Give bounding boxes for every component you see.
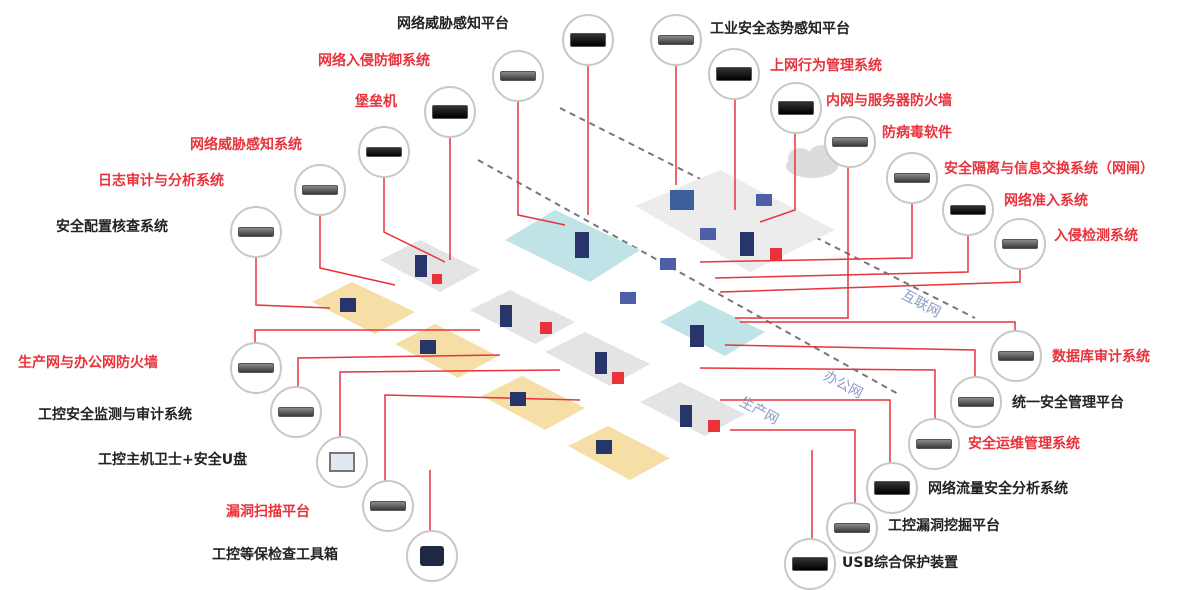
label-ics-monitor: 工控安全监测与审计系统: [38, 407, 192, 423]
label-config-check: 安全配置核查系统: [56, 219, 168, 235]
network-appliance-icon: [950, 205, 986, 215]
network-appliance-icon: [366, 147, 402, 157]
network-appliance-icon: [958, 397, 994, 407]
label-threat-system: 网络威胁感知系统: [190, 137, 302, 153]
label-ids: 入侵检测系统: [1054, 228, 1138, 244]
network-appliance-icon: [238, 363, 274, 373]
device-circle-vuln-mining: [826, 502, 878, 554]
device-circle-unified-mgmt: [950, 376, 1002, 428]
label-network-access: 网络准入系统: [1004, 193, 1088, 209]
label-antivirus: 防病毒软件: [882, 125, 952, 141]
label-vuln-mining: 工控漏洞挖掘平台: [888, 518, 1000, 534]
label-intrusion-prevention: 网络入侵防御系统: [318, 53, 430, 69]
network-appliance-icon: [834, 523, 870, 533]
network-appliance-icon: [832, 137, 868, 147]
label-usb-protect: USB综合保护装置: [842, 555, 959, 571]
label-flow-analysis: 网络流量安全分析系统: [928, 481, 1068, 497]
network-appliance-icon: [778, 101, 814, 115]
device-circle-prod-office-firewall: [230, 342, 282, 394]
network-appliance-icon: [874, 481, 910, 495]
device-circle-bastion: [424, 86, 476, 138]
label-log-audit: 日志审计与分析系统: [98, 173, 224, 189]
network-appliance-icon: [302, 185, 338, 195]
device-circle-intrusion-prevention: [492, 50, 544, 102]
network-appliance-icon: [570, 33, 606, 47]
label-isolation-exchange: 安全隔离与信息交换系统（网闸）: [944, 161, 1154, 177]
production-grey-zone-2: [640, 382, 745, 436]
label-bastion: 堡垒机: [355, 94, 397, 110]
label-unified-mgmt: 统一安全管理平台: [1012, 395, 1124, 411]
device-circle-antivirus: [824, 116, 876, 168]
network-appliance-icon: [916, 439, 952, 449]
office-grey-zone-2: [470, 290, 575, 344]
office-boundary-line: [477, 159, 901, 396]
device-circle-server-firewall: [770, 82, 822, 134]
zone-devices: [340, 190, 782, 454]
network-appliance-icon: [792, 557, 828, 571]
office-teal-zone-2: [660, 300, 765, 356]
device-circle-threat-system: [358, 126, 410, 178]
device-circle-usb: [784, 538, 836, 590]
production-yellow-zone-1: [312, 282, 415, 334]
production-yellow-zone-3: [482, 376, 585, 430]
label-host-guard: 工控主机卫士+安全U盘: [98, 452, 248, 468]
production-yellow-zone-2: [395, 324, 498, 378]
device-circle-config-check: [230, 206, 282, 258]
label-industrial-situation: 工业安全态势感知平台: [710, 21, 850, 37]
network-appliance-icon: [238, 227, 274, 237]
device-circle-ids: [994, 218, 1046, 270]
production-yellow-zone-4: [568, 426, 670, 480]
network-appliance-icon: [716, 67, 752, 81]
device-circle-top-threat: [562, 14, 614, 66]
label-behavior-mgmt: 上网行为管理系统: [770, 58, 882, 74]
device-circle-ops-mgmt: [908, 418, 960, 470]
device-circle-behavior: [708, 48, 760, 100]
device-circle-isolation: [886, 152, 938, 204]
network-appliance-icon: [998, 351, 1034, 361]
laptop-icon: [420, 546, 444, 566]
network-appliance-icon: [500, 71, 536, 81]
network-appliance-icon: [432, 105, 468, 119]
office-teal-zone-1: [505, 210, 640, 282]
network-appliance-icon: [658, 35, 694, 45]
network-appliance-icon: [278, 407, 314, 417]
device-circle-host-guard: [316, 436, 368, 488]
device-circle-network-access: [942, 184, 994, 236]
network-appliance-icon: [370, 501, 406, 511]
network-appliance-icon: [1002, 239, 1038, 249]
device-circle-vuln-scan: [362, 480, 414, 532]
device-circle-log-audit: [294, 164, 346, 216]
label-top-threat-platform: 网络威胁感知平台: [397, 16, 509, 32]
router-icon: [620, 194, 772, 304]
office-grey-zone-1: [380, 240, 480, 292]
label-ops-mgmt: 安全运维管理系统: [968, 436, 1080, 452]
label-server-firewall: 内网与服务器防火墙: [826, 93, 952, 109]
device-circle-compliance: [406, 530, 458, 582]
device-circle-db-audit: [990, 330, 1042, 382]
label-db-audit: 数据库审计系统: [1052, 349, 1150, 365]
network-appliance-icon: [894, 173, 930, 183]
device-circle-flow-analysis: [866, 462, 918, 514]
label-compliance-toolbox: 工控等保检查工具箱: [212, 547, 338, 563]
label-prod-office-firewall: 生产网与办公网防火墙: [18, 355, 158, 371]
label-vuln-scan: 漏洞扫描平台: [226, 504, 310, 520]
workstation-icon: [329, 452, 355, 472]
device-circle-industrial-situation: [650, 14, 702, 66]
device-circle-ics-monitor: [270, 386, 322, 438]
